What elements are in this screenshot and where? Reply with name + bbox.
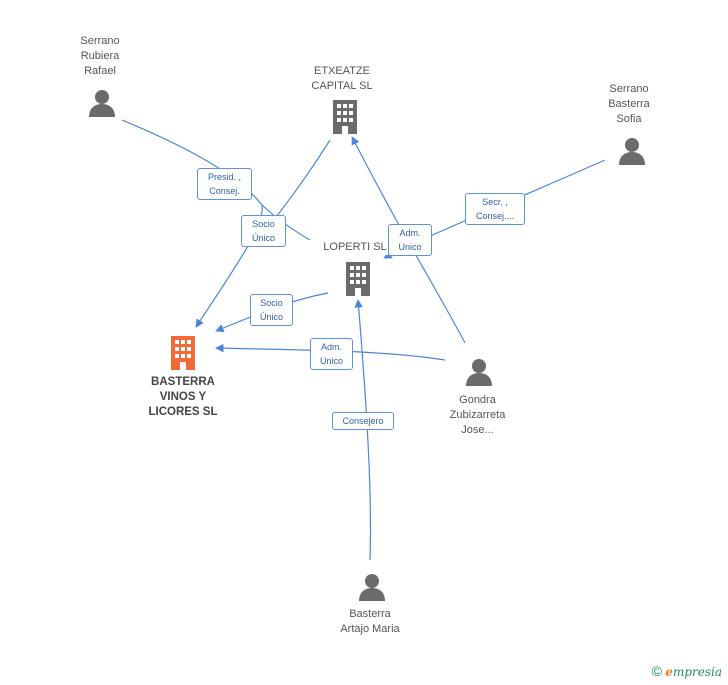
empresia-logo: © empresia: [652, 663, 722, 679]
copyright-icon: ©: [651, 663, 662, 679]
edge-label-socio-unico-2[interactable]: Socio Único: [250, 294, 293, 326]
node-label-loperti[interactable]: LOPERTI SL: [305, 240, 405, 255]
building-icon-main[interactable]: [168, 336, 198, 370]
edge-label-presid[interactable]: Presid. , Consej.: [197, 168, 252, 200]
node-label-gondra[interactable]: Gondra Zubizarreta Jose...: [449, 394, 506, 436]
node-label-serrano-basterra[interactable]: Serrano Basterra Sofia: [608, 83, 650, 125]
edge-label-adm-unico-1[interactable]: Adm. Unico: [388, 224, 432, 256]
node-label-serrano-rubiera[interactable]: Serrano Rubiera Rafael: [80, 35, 120, 77]
edge-label-consejero[interactable]: Consejero: [332, 412, 394, 430]
edge-label-secr[interactable]: Secr. , Consej....: [465, 193, 525, 225]
person-icon[interactable]: [618, 137, 646, 165]
node-label-etxeatze[interactable]: ETXEATZE CAPITAL SL: [311, 65, 373, 92]
edge-label-socio-unico-1[interactable]: Socio Único: [241, 215, 286, 247]
building-icon[interactable]: [343, 262, 373, 296]
brand-logo-text: empresia: [665, 665, 722, 679]
person-icon[interactable]: [358, 573, 386, 601]
person-icon[interactable]: [465, 358, 493, 386]
building-icon[interactable]: [330, 100, 360, 134]
edge-presid: [121, 119, 263, 328]
edge-consejero: [354, 299, 372, 561]
node-label-basterra-artajo[interactable]: Basterra Artajo Maria: [340, 608, 400, 635]
edge-label-adm-unico-2[interactable]: Adm. Unico: [310, 338, 353, 370]
node-label-basterra-vinos[interactable]: BASTERRA VINOS Y LICORES SL: [148, 376, 218, 418]
person-icon[interactable]: [88, 89, 116, 117]
edge-adm-unico-1: [351, 136, 466, 344]
